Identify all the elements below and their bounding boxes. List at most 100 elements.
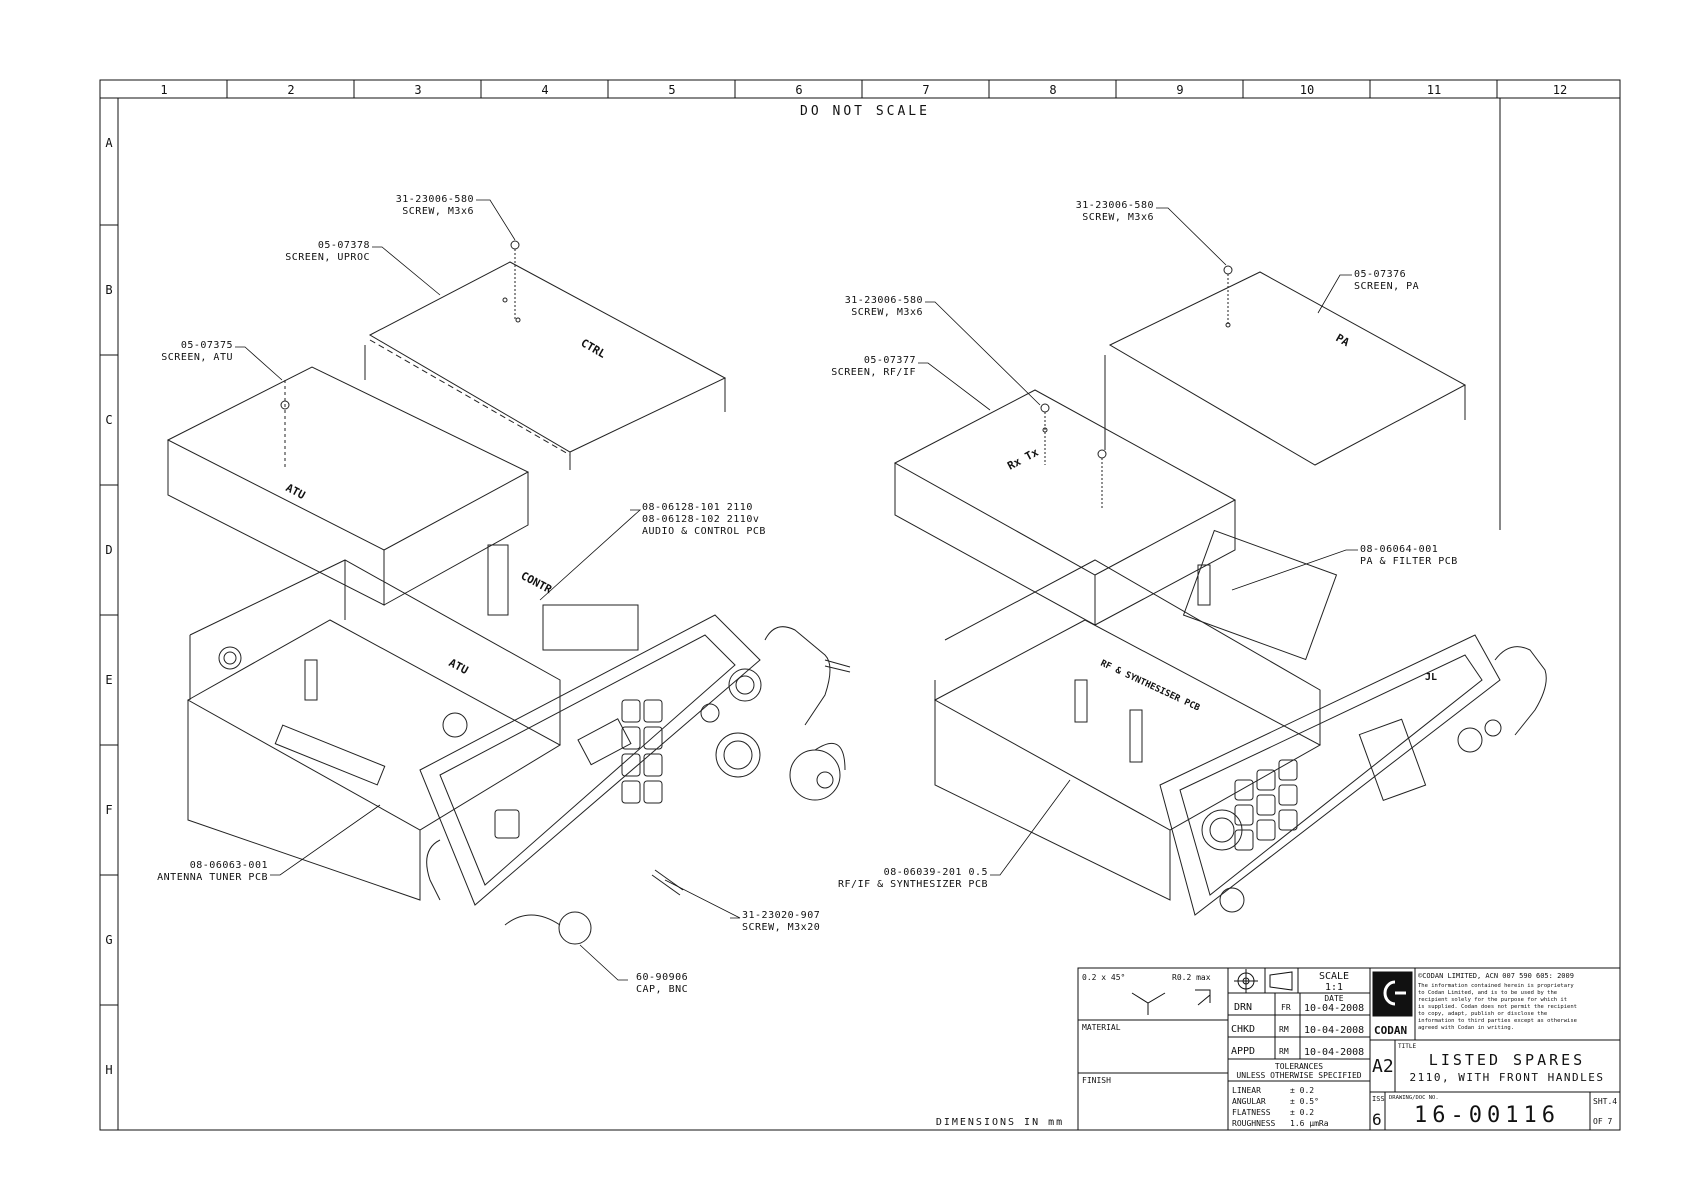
callout-partno: 05-07376 <box>1354 269 1406 280</box>
screen-screws-left <box>280 240 520 410</box>
date-label: DATE <box>1324 994 1343 1003</box>
callout-desc: ANTENNA TUNER PCB <box>157 872 268 883</box>
notice-line: agreed with Codan in writing. <box>1418 1025 1514 1031</box>
tol-name: ROUGHNESS <box>1232 1119 1276 1128</box>
callout-rfif-pcb: 08-06039-201 0.5 RF/IF & SYNTHESIZER PCB <box>838 867 988 890</box>
screw-m3x20-part <box>651 659 851 896</box>
zone-col-1: 1 <box>160 83 167 97</box>
callout-desc: SCREEN, RF/IF <box>831 367 916 378</box>
callout-desc: SCREEN, PA <box>1354 281 1419 292</box>
tol-value: ± 0.2 <box>1290 1108 1314 1117</box>
right-chassis <box>933 529 1338 901</box>
callout-screw-right-top: 31-23006-580 SCREW, M3x6 <box>1076 200 1154 223</box>
callout-screw-right-mid: 31-23006-580 SCREW, M3x6 <box>845 295 923 318</box>
drawing-title: LISTED SPARES <box>1429 1051 1585 1069</box>
callout-desc: SCREW, M3x6 <box>1082 212 1154 223</box>
zone-row-h: H <box>105 1063 112 1077</box>
right-handle <box>1494 646 1547 736</box>
iss-label: ISS <box>1372 1095 1385 1103</box>
zone-col-9: 9 <box>1176 83 1183 97</box>
callout-partno: 05-07378 <box>318 240 370 251</box>
callout-screw-left-top: 31-23006-580 SCREW, M3x6 <box>396 194 474 217</box>
appd-by: RM <box>1279 1047 1289 1056</box>
callout-partno-alt: 08-06128-102 2110v <box>642 514 759 525</box>
zone-row-g: G <box>105 933 112 947</box>
notice-line: to copy, adapt, publish or disclose the <box>1418 1011 1547 1017</box>
notice-line: information to third parties except as o… <box>1418 1018 1577 1024</box>
zone-col-5: 5 <box>668 83 675 97</box>
chkd-by: RM <box>1279 1025 1289 1034</box>
right-assembly <box>893 265 1547 916</box>
screen-uproc-part <box>364 261 727 470</box>
copyright-line: ©CODAN LIMITED, ACN 007 590 605: 2009 <box>1418 972 1574 980</box>
zone-row-e: E <box>105 673 112 687</box>
control-module <box>542 604 639 651</box>
callout-desc: SCREW, M3x6 <box>851 307 923 318</box>
tolerance-rows: LINEAR ± 0.2 ANGULAR ± 0.5° FLATNESS ± 0… <box>1232 1086 1329 1128</box>
callout-partno: 31-23020-907 <box>742 910 820 921</box>
left-handle-lower <box>426 839 441 901</box>
stencil-synth: RF & SYNTHESISER PCB <box>1099 659 1202 714</box>
zone-row-b: B <box>105 283 112 297</box>
callout-labels: 31-23006-580 SCREW, M3x6 05-07378 SCREEN… <box>157 194 1457 995</box>
title-label: TITLE <box>1398 1043 1416 1050</box>
doc-number: 16-00116 <box>1414 1103 1560 1128</box>
zone-col-2: 2 <box>287 83 294 97</box>
callout-desc: SCREW, M3x6 <box>402 206 474 217</box>
zone-col-7: 7 <box>922 83 929 97</box>
stencil-atu: ATU <box>284 481 308 502</box>
callout-screen-rfif: 05-07377 SCREEN, RF/IF <box>831 355 916 378</box>
appd-label: APPD <box>1231 1046 1255 1057</box>
drawing-subtitle: 2110, WITH FRONT HANDLES <box>1410 1071 1605 1084</box>
callout-partno: 08-06064-001 <box>1360 544 1438 555</box>
callout-partno: 60-90906 <box>636 972 688 983</box>
notice-line: is supplied. Codan does not permit the r… <box>1418 1004 1577 1010</box>
tolerances-title: TOLERANCES <box>1275 1062 1323 1071</box>
finish-label: FINISH <box>1082 1076 1111 1085</box>
zone-row-d: D <box>105 543 112 557</box>
zone-col-4: 4 <box>541 83 548 97</box>
callout-desc: RF/IF & SYNTHESIZER PCB <box>838 879 988 890</box>
title-block-text: 0.2 x 45° R0.2 max MATERIAL FINISH SCALE… <box>1082 971 1617 1129</box>
callout-antenna-pcb: 08-06063-001 ANTENNA TUNER PCB <box>157 860 268 883</box>
callout-pa-pcb: 08-06064-001 PA & FILTER PCB <box>1360 544 1457 567</box>
radius-note: R0.2 max <box>1172 973 1211 982</box>
scale-value: 1:1 <box>1325 982 1343 993</box>
chamfer-symbol-icon <box>1131 992 1166 1004</box>
left-handle-right <box>764 626 831 726</box>
stencil-rxtx: Rx Tx <box>1005 445 1041 472</box>
callout-partno: 31-23006-580 <box>1076 200 1154 211</box>
right-front-panel <box>1159 634 1502 916</box>
screen-rfif-part <box>893 389 1237 626</box>
stencil-atu-pcb: ATU <box>447 656 471 677</box>
drn-date: 10-04-2008 <box>1304 1003 1364 1014</box>
column-zone-labels: 1 2 3 4 5 6 7 8 9 10 11 12 <box>160 83 1567 97</box>
chamfer-note: 0.2 x 45° <box>1082 973 1125 982</box>
sheet-border <box>99 79 1621 1131</box>
callout-screw-m3x20: 31-23020-907 SCREW, M3x20 <box>742 910 820 933</box>
screen-screws-right <box>1040 265 1233 510</box>
zone-col-3: 3 <box>414 83 421 97</box>
sheet-size: A2 <box>1372 1056 1394 1077</box>
tol-value: 1.6 μmRa <box>1290 1119 1329 1128</box>
zone-col-12: 12 <box>1553 83 1567 97</box>
zone-col-8: 8 <box>1049 83 1056 97</box>
radius-symbol-icon <box>1195 989 1211 1003</box>
drn-by: FR <box>1281 1003 1291 1012</box>
column-zone-dividers <box>226 80 1501 530</box>
tol-value: ± 0.5° <box>1290 1097 1319 1106</box>
bnc-cap-part <box>504 742 846 945</box>
tol-name: ANGULAR <box>1232 1097 1266 1106</box>
row-zone-labels: A B C D E F G H <box>105 136 113 1077</box>
callout-cap-bnc: 60-90906 CAP, BNC <box>636 972 688 995</box>
stencil-jl: JL <box>1425 672 1437 683</box>
zone-row-a: A <box>105 136 113 150</box>
callout-partno: 08-06128-101 2110 <box>642 502 753 513</box>
zone-row-c: C <box>105 413 112 427</box>
left-chassis <box>186 544 562 901</box>
iss-value: 6 <box>1372 1110 1382 1129</box>
callout-partno: 31-23006-580 <box>396 194 474 205</box>
tol-name: FLATNESS <box>1232 1108 1271 1117</box>
callout-audio-pcb: 08-06128-101 2110 08-06128-102 2110v AUD… <box>642 502 765 537</box>
tol-name: LINEAR <box>1232 1086 1261 1095</box>
